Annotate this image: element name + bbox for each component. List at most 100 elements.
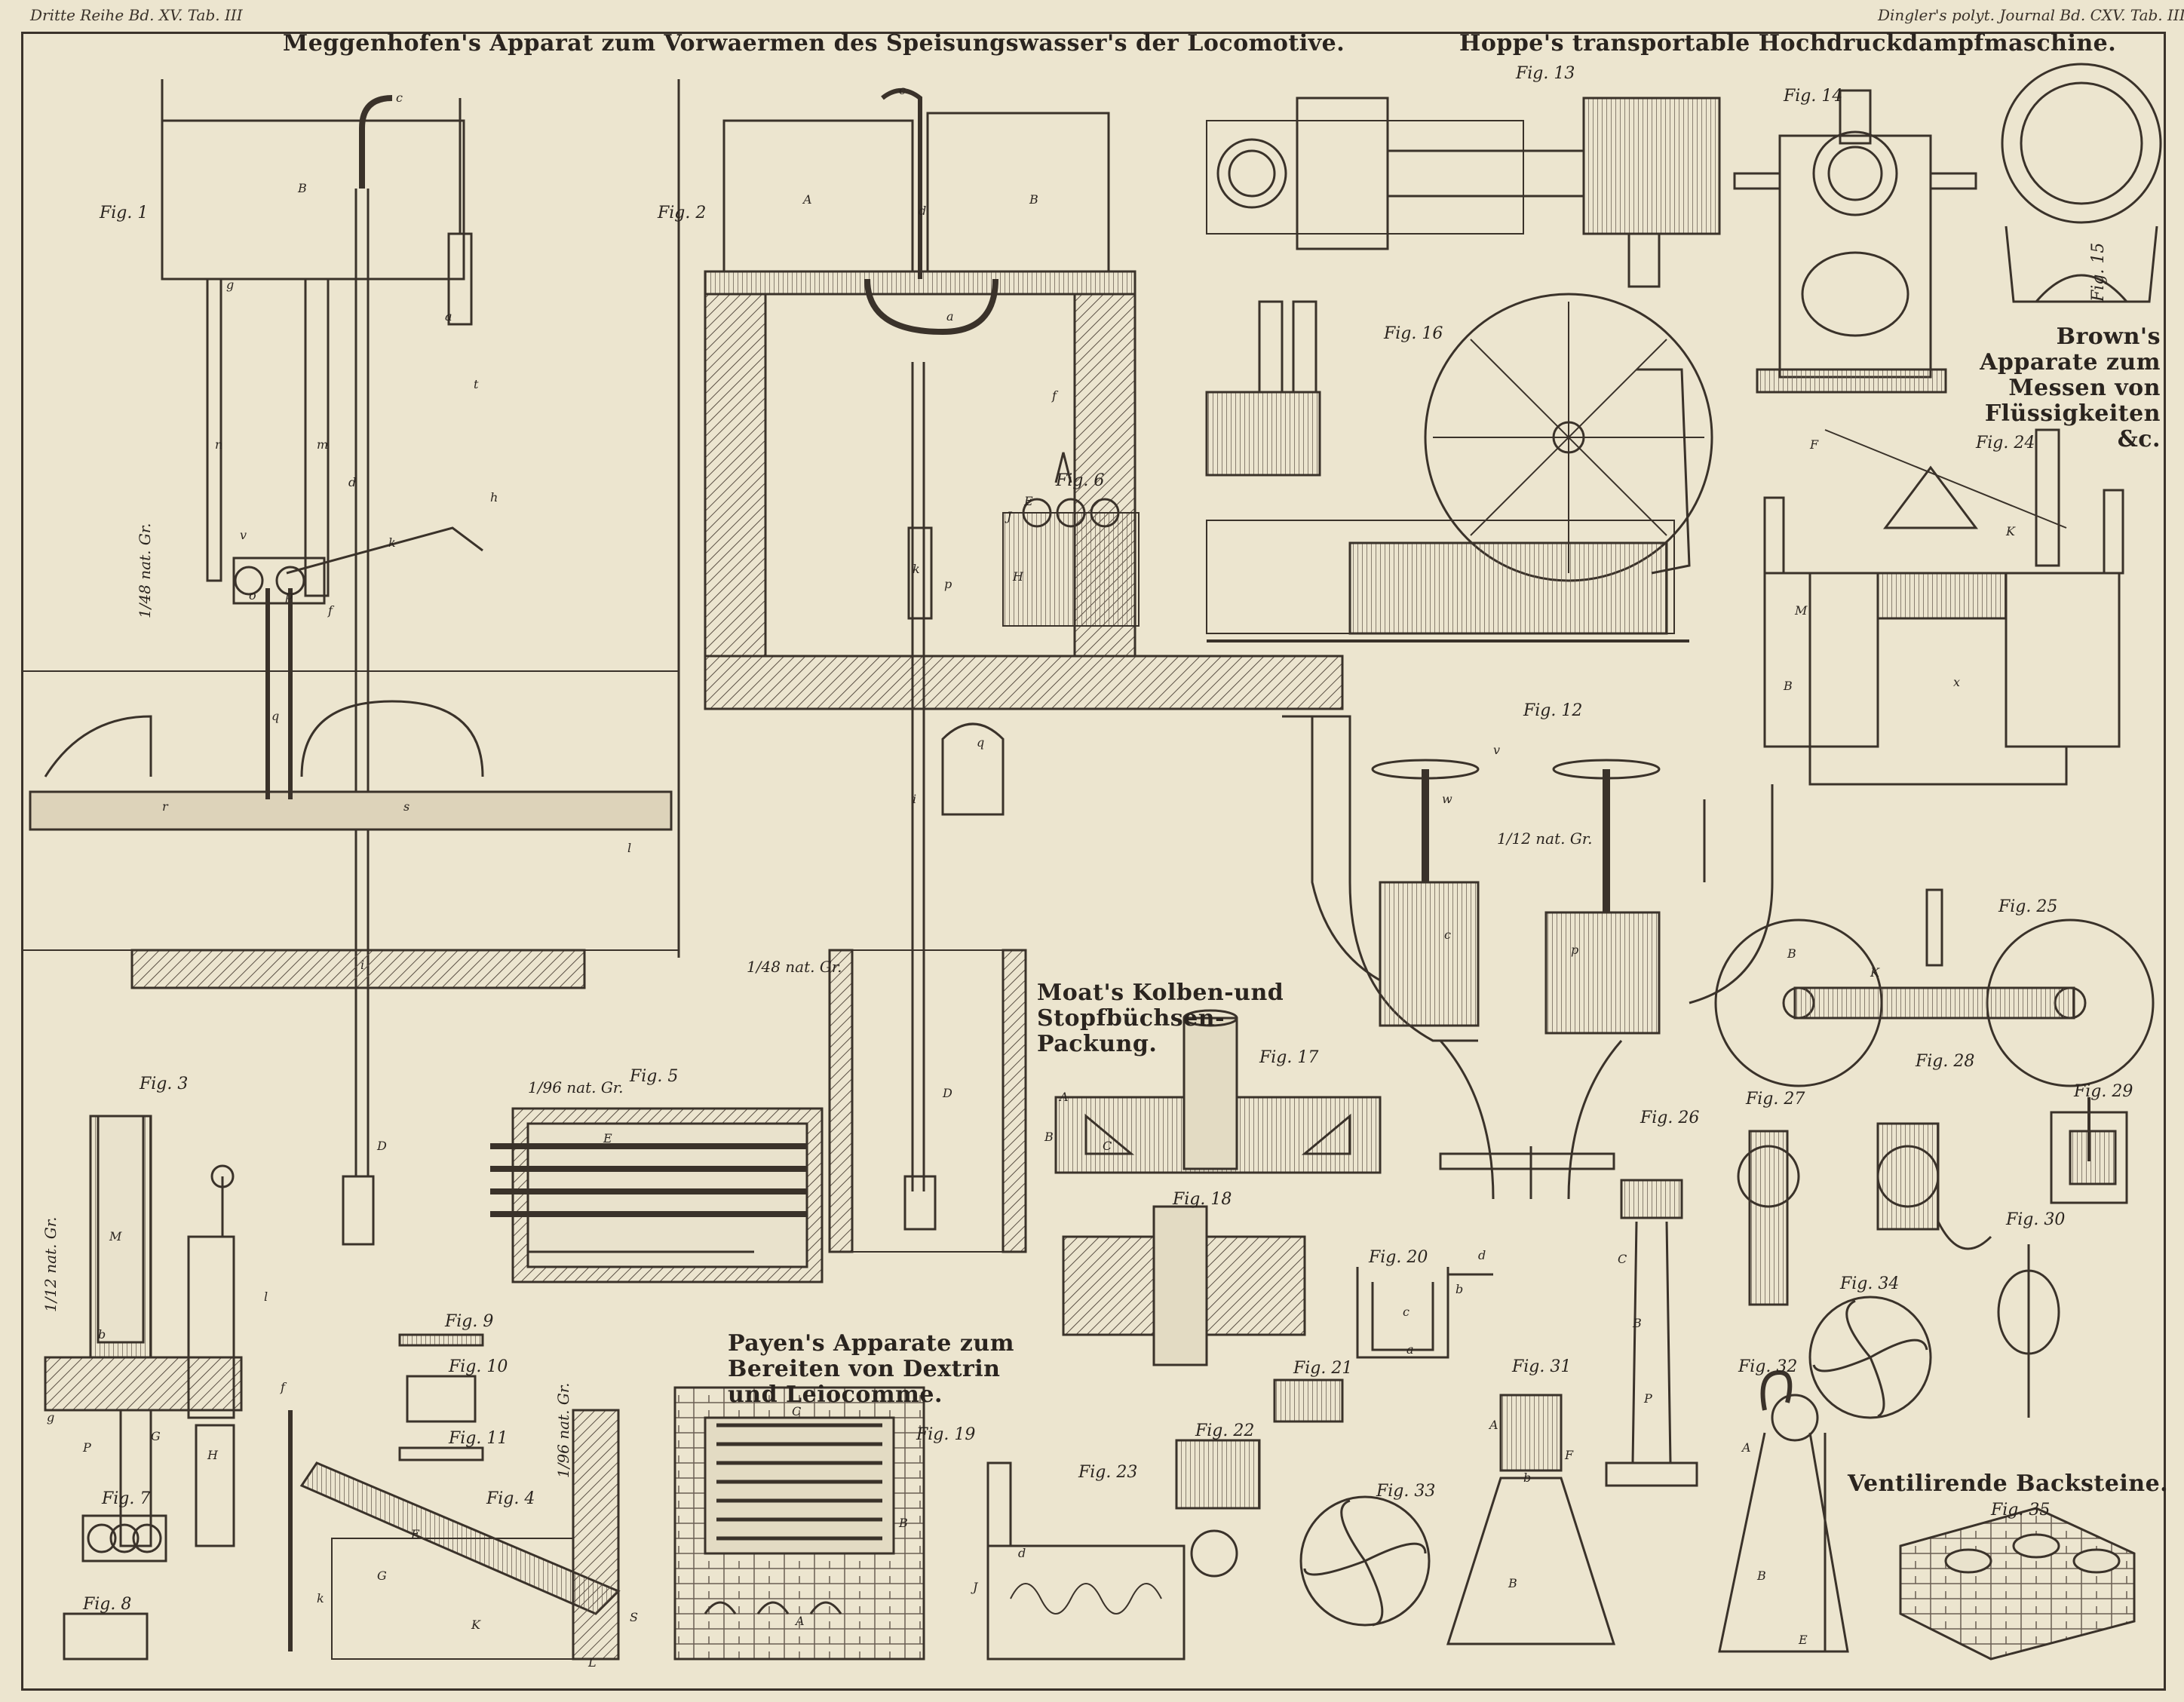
fig28-drawing bbox=[1876, 1122, 1992, 1250]
letter-fig1-v: v bbox=[240, 528, 247, 542]
fig16-drawing bbox=[1205, 293, 1713, 642]
fig22-drawing bbox=[1175, 1439, 1261, 1510]
title-brown: Brown's Apparate zum Messen von Flüssigk… bbox=[1980, 324, 2161, 452]
letter-fig2-i: i bbox=[913, 792, 917, 806]
title-moat: Moat's Kolben-und Stopfbüchsen-Packung. bbox=[1037, 980, 1284, 1057]
letter-fig6-H: H bbox=[1013, 569, 1023, 584]
letter-fig26-C: C bbox=[1618, 1252, 1627, 1266]
fig12-label: Fig. 12 bbox=[1523, 701, 1583, 720]
letter-fig3-P: P bbox=[83, 1440, 91, 1455]
letter-fig23-J: J bbox=[973, 1580, 978, 1594]
fig33-drawing bbox=[1299, 1495, 1431, 1627]
letter-fig24-F: F bbox=[1810, 437, 1819, 452]
fig12-drawing bbox=[1282, 715, 1774, 1200]
fig6-drawing bbox=[1002, 452, 1140, 627]
fig31-drawing bbox=[1446, 1394, 1616, 1645]
letter-fig1-d: d bbox=[348, 475, 357, 489]
fig34-drawing bbox=[1808, 1296, 1932, 1419]
fig4-label: Fig. 4 bbox=[486, 1489, 535, 1508]
fig30-drawing bbox=[1997, 1244, 2060, 1418]
fig17-label: Fig. 17 bbox=[1259, 1048, 1319, 1067]
letter-fig1-f: f bbox=[328, 603, 333, 618]
fig31-label: Fig. 31 bbox=[1512, 1357, 1572, 1376]
fig29-drawing bbox=[2050, 1097, 2128, 1204]
letter-fig24-M: M bbox=[1795, 603, 1808, 618]
letter-fig1-t: t bbox=[474, 377, 479, 391]
letter-fig3-M: M bbox=[109, 1229, 122, 1244]
letter-fig32-E: E bbox=[1799, 1633, 1808, 1647]
letter-fig19-C: C bbox=[792, 1404, 802, 1418]
fig7-drawing bbox=[81, 1514, 167, 1562]
letter-fig1-s: s bbox=[403, 799, 410, 814]
letter-fig1-r: r bbox=[162, 799, 168, 814]
letter-fig2-a: a bbox=[946, 309, 954, 324]
fig24-label: Fig. 24 bbox=[1976, 434, 2035, 452]
letter-fig4-k: k bbox=[317, 1591, 324, 1605]
fig9-drawing bbox=[398, 1333, 484, 1347]
fig11-drawing bbox=[398, 1446, 484, 1461]
fig15-label: Fig. 15 bbox=[2089, 242, 2108, 302]
title-meggenhofen: Meggenhofen's Apparat zum Vorwaermen des… bbox=[283, 30, 1345, 57]
fig1-label: Fig. 1 bbox=[100, 204, 149, 222]
letter-fig31-F: F bbox=[1565, 1448, 1574, 1462]
fig19-label: Fig. 19 bbox=[916, 1425, 976, 1444]
fig20-drawing bbox=[1356, 1267, 1493, 1359]
letter-fig25-B: B bbox=[1787, 946, 1796, 961]
letter-fig1-D: D bbox=[377, 1139, 387, 1153]
letter-fig31-b: b bbox=[1523, 1470, 1532, 1485]
fig18-drawing bbox=[1062, 1205, 1306, 1366]
fig26-drawing bbox=[1605, 1179, 1698, 1487]
fig4-drawing bbox=[288, 1409, 621, 1661]
letter-fig4-S: S bbox=[630, 1610, 638, 1624]
letter-fig2-k: k bbox=[913, 562, 920, 576]
fig25-drawing bbox=[1714, 888, 2155, 1087]
letter-fig26-B: B bbox=[1633, 1316, 1642, 1330]
letter-fig1-q: q bbox=[271, 709, 280, 723]
fig27-label: Fig. 27 bbox=[1746, 1090, 1805, 1109]
fig2-label: Fig. 2 bbox=[658, 204, 707, 222]
fig8-drawing bbox=[63, 1612, 149, 1661]
fig26-label: Fig. 26 bbox=[1640, 1109, 1700, 1127]
fig12-scale: 1/12 nat. Gr. bbox=[1497, 830, 1593, 848]
fig3-label: Fig. 3 bbox=[140, 1075, 189, 1093]
letter-fig5-E: E bbox=[603, 1131, 612, 1145]
letter-fig1-n: n bbox=[215, 437, 223, 452]
header-left: Dritte Reihe Bd. XV. Tab. III bbox=[30, 6, 243, 24]
letter-fig12-w: w bbox=[1442, 792, 1452, 806]
fig13-drawing bbox=[1206, 97, 1721, 288]
letter-fig2-A: A bbox=[803, 192, 812, 207]
letter-fig12-p: p bbox=[1571, 943, 1579, 957]
letter-fig20-c: c bbox=[1403, 1305, 1409, 1319]
letter-fig4-L: L bbox=[588, 1655, 597, 1670]
fig27-drawing bbox=[1737, 1130, 1800, 1306]
fig32-drawing bbox=[1718, 1369, 1849, 1653]
fig8-label: Fig. 8 bbox=[83, 1595, 132, 1614]
letter-fig1-p: p bbox=[285, 588, 293, 603]
letter-fig23-d: d bbox=[1018, 1546, 1026, 1560]
fig18-label: Fig. 18 bbox=[1173, 1190, 1232, 1209]
letter-fig4-E: E bbox=[411, 1527, 420, 1541]
letter-fig2-c: c bbox=[899, 83, 906, 97]
letter-fig3-G: G bbox=[151, 1429, 161, 1443]
fig23-drawing bbox=[986, 1461, 1238, 1661]
letter-fig2-B: B bbox=[1029, 192, 1038, 207]
letter-fig1-B: B bbox=[298, 181, 307, 195]
letter-fig12-c: c bbox=[1444, 928, 1451, 942]
fig10-label: Fig. 10 bbox=[449, 1357, 508, 1376]
letter-fig25-K: K bbox=[1870, 965, 1879, 980]
letter-fig3-g: g bbox=[47, 1410, 55, 1424]
letter-fig31-B: B bbox=[1508, 1576, 1517, 1590]
fig34-label: Fig. 34 bbox=[1840, 1274, 1900, 1293]
fig15-drawing bbox=[2001, 63, 2162, 303]
letter-fig1-i: i bbox=[360, 958, 365, 972]
fig24-drawing bbox=[1763, 428, 2124, 786]
fig32-label: Fig. 32 bbox=[1738, 1357, 1798, 1376]
letter-fig1-l: l bbox=[627, 841, 632, 855]
fig9-label: Fig. 9 bbox=[445, 1312, 494, 1331]
letter-fig17-A: A bbox=[1060, 1090, 1069, 1104]
fig25-label: Fig. 25 bbox=[1998, 897, 2058, 916]
fig2-drawing bbox=[704, 88, 1344, 1253]
letter-fig2-d: d bbox=[919, 204, 927, 218]
letter-fig4-K: K bbox=[471, 1618, 480, 1632]
